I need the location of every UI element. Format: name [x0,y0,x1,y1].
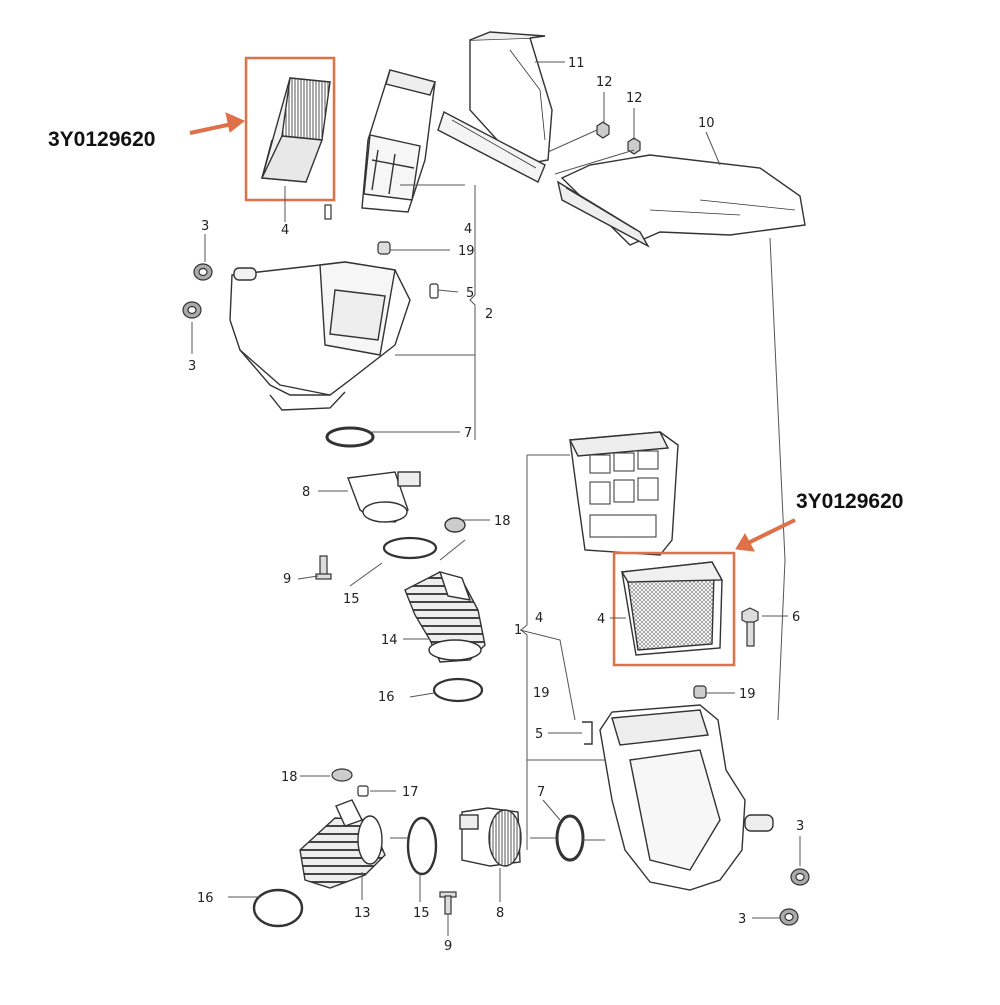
label-17: 17 [402,785,419,800]
label-19: 19 [533,686,550,701]
intake-hose-13 [299,799,386,889]
label-3: 3 [188,359,196,374]
label-10: 10 [698,116,715,131]
intake-duct-11 [437,31,553,183]
callout-numbers: 11 12 12 10 4 3 4 19 5 2 3 7 8 18 9 15 1… [188,56,804,954]
air-filter-element-right [620,561,724,656]
seals-3-top [182,263,213,319]
label-14: 14 [381,633,398,648]
label-16: 16 [197,891,214,906]
label-3: 3 [201,219,209,234]
screw-9-bottom [439,891,457,915]
maf-sensor-8-top [347,471,421,523]
airbox-lid-top [361,69,436,213]
intake-hose-14 [404,570,486,663]
o-ring-7-top [325,426,375,448]
callout-arrow-top [189,112,245,135]
label-5: 5 [535,727,543,742]
label-8: 8 [302,485,310,500]
seals-3-right [779,868,810,926]
clip-5-right [582,721,593,745]
label-6: 6 [792,610,800,625]
highlight-box-top [244,56,336,202]
label-13: 13 [354,906,371,921]
clamp-15-bottom [406,816,438,876]
label-15: 15 [343,592,360,607]
label-16: 16 [378,690,395,705]
label-5: 5 [466,286,474,301]
label-18: 18 [494,514,511,529]
label-7: 7 [537,785,545,800]
label-9: 9 [283,572,291,587]
label-9: 9 [444,939,452,954]
label-12: 12 [596,75,613,90]
airbox-lower-right [599,704,774,891]
bolt-6 [741,607,759,647]
clamp-16-bottom [252,888,304,928]
label-4: 4 [281,223,289,238]
part-number-callout-top: 3Y0129620 [48,128,155,151]
maf-sensor-8-bottom [459,807,522,867]
part-number-callout-right: 3Y0129620 [796,490,903,513]
airbox-lower-top [229,261,411,411]
label-3: 3 [796,819,804,834]
small-parts-top [324,204,439,299]
label-15: 15 [413,906,430,921]
label-7: 7 [464,426,472,441]
intake-duct-10 [556,154,806,248]
label-3: 3 [738,912,746,927]
label-2: 2 [485,307,493,322]
screw-9-top [315,555,332,580]
label-8: 8 [496,906,504,921]
label-18: 18 [281,770,298,785]
clamps-top [382,517,484,703]
leader-lines [191,61,801,936]
label-19: 19 [739,687,756,702]
small-parts-bottom [331,768,369,797]
label-12: 12 [626,91,643,106]
label-4: 4 [535,611,543,626]
label-4: 4 [464,222,472,237]
airbox-lid-right [568,431,679,556]
label-4: 4 [597,612,605,627]
grommet-19-right [693,685,707,699]
label-19: 19 [458,244,475,259]
highlight-box-right [612,551,736,667]
air-filter-element-top [260,77,331,183]
label-1: 1 [514,623,522,638]
label-11: 11 [568,56,585,71]
callout-arrow-right [735,518,796,552]
o-ring-7-bottom [555,814,585,862]
